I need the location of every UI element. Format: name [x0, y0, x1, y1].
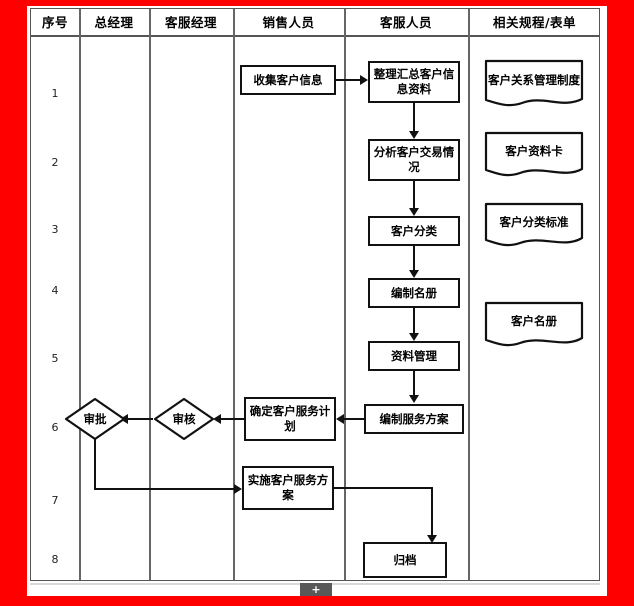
node-compile-customer-info[interactable]: 整理汇总客户信息资料 — [368, 61, 460, 103]
connector-collect-to-compile — [336, 79, 360, 81]
column-header-seq: 序号 — [41, 15, 68, 30]
document-classify-standard-label: 客户分类标准 — [499, 214, 569, 229]
node-analyze-customer-trade[interactable]: 分析客户交易情况 — [368, 139, 460, 181]
connector-implement-down — [431, 487, 433, 535]
connector-plan-to-confirm — [344, 418, 364, 420]
node-classify-customer[interactable]: 客户分类 — [368, 216, 460, 246]
document-customer-roster[interactable]: 客户名册 — [484, 301, 584, 349]
arrowhead-implement-to-archive — [427, 535, 437, 543]
decision-review-label: 审核 — [172, 412, 196, 426]
arrowhead-collect-to-compile — [360, 75, 368, 85]
document-classify-standard[interactable]: 客户分类标准 — [484, 202, 584, 250]
arrowhead-approve-to-implement — [234, 484, 242, 494]
arrowhead-plan-to-confirm — [336, 414, 344, 424]
column-header-service-manager: 客服经理 — [164, 15, 217, 30]
column-header-service-staff: 客服人员 — [379, 15, 432, 30]
arrowhead-compile-to-analyze — [409, 131, 419, 139]
connector-analyze-to-classify — [413, 181, 415, 208]
column-header-general-manager: 总经理 — [94, 15, 134, 30]
document-customer-roster-label: 客户名册 — [511, 313, 557, 328]
row-number-4: 4 — [51, 284, 59, 297]
column-divider-5 — [468, 9, 470, 580]
document-crm-system[interactable]: 客户关系管理制度 — [484, 59, 584, 109]
arrowhead-roster-to-data-mgmt — [409, 333, 419, 341]
connector-confirm-to-review — [221, 418, 244, 420]
document-crm-system-label: 客户关系管理制度 — [488, 72, 580, 87]
node-compile-roster[interactable]: 编制名册 — [368, 278, 460, 308]
arrowhead-classify-to-roster — [409, 270, 419, 278]
row-number-6: 6 — [51, 421, 59, 434]
header-divider — [31, 35, 599, 37]
node-implement-service-plan[interactable]: 实施客户服务方案 — [242, 466, 334, 510]
row-number-8: 8 — [51, 553, 59, 566]
decision-approve-label: 审批 — [83, 412, 107, 426]
connector-implement-right — [334, 487, 433, 489]
node-collect-customer-info[interactable]: 收集客户信息 — [240, 65, 336, 95]
connector-data-mgmt-to-service-plan — [413, 371, 415, 395]
row-number-5: 5 — [51, 352, 59, 365]
node-make-service-plan[interactable]: 编制服务方案 — [364, 404, 464, 434]
node-confirm-service-plan[interactable]: 确定客户服务计划 — [244, 397, 336, 441]
arrowhead-analyze-to-classify — [409, 208, 419, 216]
row-number-1: 1 — [51, 87, 59, 100]
connector-classify-to-roster — [413, 246, 415, 270]
arrowhead-data-mgmt-to-service-plan — [409, 395, 419, 403]
swimlane-table: 序号 总经理 客服经理 销售人员 客服人员 相关规程/表单 1 2 3 4 5 … — [30, 8, 600, 581]
connector-roster-to-data-mgmt — [413, 308, 415, 333]
connector-approve-down — [94, 439, 96, 489]
column-header-sales-staff: 销售人员 — [262, 15, 315, 30]
row-number-7: 7 — [51, 494, 59, 507]
document-customer-card-label: 客户资料卡 — [505, 143, 563, 158]
column-divider-2 — [149, 9, 151, 580]
connector-review-to-approve — [128, 418, 153, 420]
column-header-related-docs: 相关规程/表单 — [492, 15, 577, 30]
column-divider-1 — [79, 9, 81, 580]
decision-review[interactable]: 审核 — [153, 397, 215, 441]
arrowhead-confirm-to-review — [213, 414, 221, 424]
connector-compile-to-analyze — [413, 103, 415, 131]
add-tab-button[interactable]: + — [300, 583, 332, 596]
row-number-3: 3 — [51, 223, 59, 236]
document-customer-card[interactable]: 客户资料卡 — [484, 131, 584, 179]
node-data-management[interactable]: 资料管理 — [368, 341, 460, 371]
node-archive[interactable]: 归档 — [363, 542, 447, 578]
column-divider-4 — [344, 9, 346, 580]
connector-approve-right — [94, 488, 234, 490]
column-divider-3 — [233, 9, 235, 580]
row-number-2: 2 — [51, 156, 59, 169]
decision-approve[interactable]: 审批 — [64, 397, 126, 441]
